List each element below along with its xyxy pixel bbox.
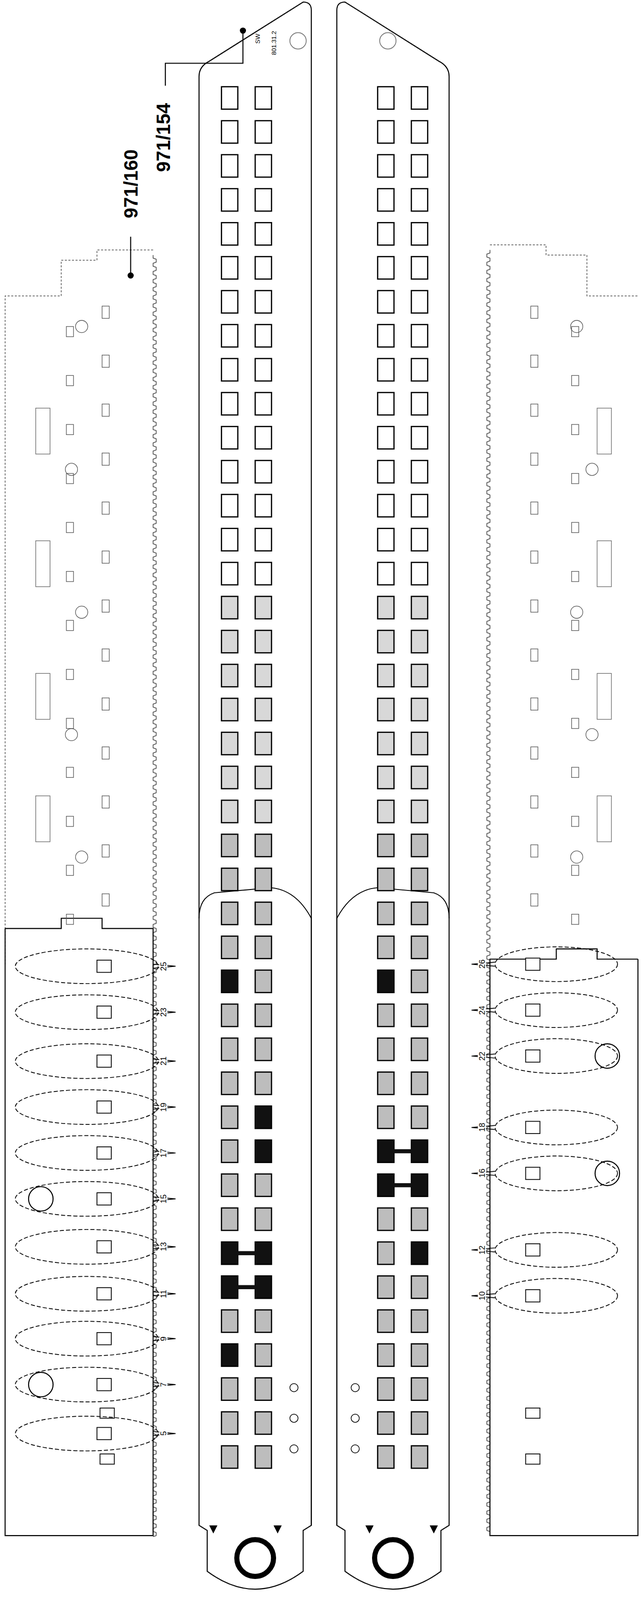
pin-number: 24 — [477, 1005, 486, 1015]
pin-number: 18 — [477, 1123, 486, 1133]
contact-strip — [336, 1, 449, 1590]
marking-text: 801.31.2 — [270, 30, 277, 55]
pin-number: 21 — [159, 1057, 168, 1067]
pin-number: 7 — [159, 1382, 168, 1388]
leader-line — [127, 27, 246, 279]
pin-number: 26 — [477, 960, 486, 970]
pin-number: 22 — [477, 1051, 486, 1061]
pin-number: 13 — [159, 1242, 168, 1252]
pin-number: 19 — [159, 1102, 168, 1112]
pin-number: 12 — [477, 1245, 486, 1255]
pin-number: 17 — [159, 1148, 168, 1158]
pin-number: 11 — [159, 1290, 168, 1299]
illustration — [5, 1, 639, 1590]
part-number: 971/154 — [153, 103, 173, 173]
pin-number: 10 — [477, 1291, 486, 1301]
pin-number: 16 — [477, 1169, 486, 1179]
part-number: 971/160 — [121, 149, 141, 219]
pin-number: 15 — [159, 1194, 168, 1204]
pin-number: 25 — [159, 961, 168, 972]
pin-number: 23 — [159, 1007, 168, 1017]
pin-number: 5 — [159, 1431, 168, 1437]
contact-strip — [199, 1, 312, 1590]
marking-text: SW — [254, 33, 261, 44]
side-plate — [5, 250, 176, 1538]
side-plate — [471, 245, 638, 1537]
pin-number: 9 — [159, 1336, 168, 1342]
